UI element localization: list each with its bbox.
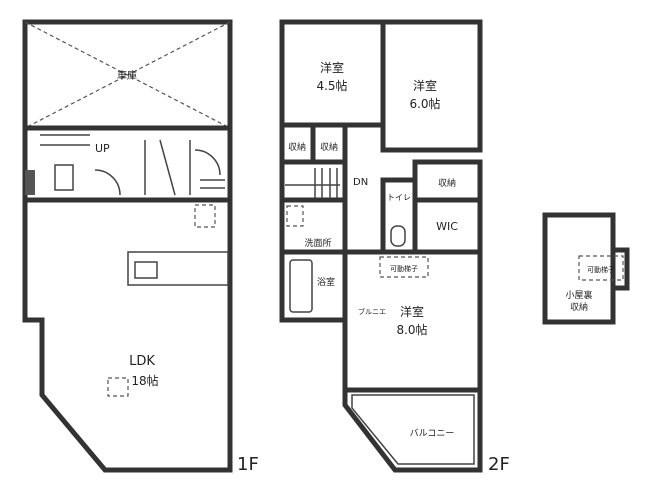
svg-text:ブルニエ: ブルニエ [358, 307, 386, 316]
floor-1-label: 1F [237, 454, 259, 475]
stairs-up-label: UP [95, 142, 110, 155]
bathtub [289, 259, 313, 313]
ldk-room [22, 197, 233, 473]
svg-text:可動梯子: 可動梯子 [587, 265, 615, 274]
room-6-0 [380, 19, 483, 153]
svg-text:洋室: 洋室 [320, 60, 344, 75]
wic-label: WIC [436, 220, 458, 233]
svg-text:小屋裏: 小屋裏 [565, 289, 592, 301]
svg-text:収納: 収納 [320, 141, 338, 153]
floor-2-label: 2F [488, 454, 510, 475]
stairs-2f [285, 168, 340, 198]
svg-text:バルコニー: バルコニー [410, 428, 455, 439]
svg-text:収納: 収納 [438, 177, 456, 189]
svg-text:洋室: 洋室 [413, 78, 437, 93]
svg-text:可動梯子: 可動梯子 [390, 264, 418, 273]
attic-storage: 可動梯子 小屋裏 収納 [542, 212, 630, 325]
svg-text:洋室: 洋室 [400, 304, 424, 319]
svg-text:収納: 収納 [570, 301, 588, 313]
balcony [342, 387, 483, 473]
stairs-dn-label: DN [353, 177, 368, 188]
wic-room [412, 159, 483, 255]
svg-text:浴室: 浴室 [317, 276, 335, 288]
floor-2: 洋室 4.5帖 洋室 6.0帖 収納 収納 DN 洗面所 浴室 トイレ 収納 W… [279, 19, 510, 475]
svg-text:6.0帖: 6.0帖 [409, 96, 440, 111]
stairs-1f [40, 134, 225, 196]
ldk-label: LDK [129, 354, 155, 369]
floor-1: 車庫 UP LDK 18帖 1F [22, 19, 259, 475]
garage-label: 車庫 [117, 69, 137, 82]
ldk-size: 18帖 [131, 373, 158, 388]
svg-text:トイレ: トイレ [387, 193, 411, 202]
kitchen-counter [127, 251, 229, 286]
svg-text:収納: 収納 [288, 141, 306, 153]
toilet-room [380, 177, 418, 255]
svg-text:洗面所: 洗面所 [304, 237, 331, 249]
svg-text:4.5帖: 4.5帖 [316, 78, 347, 93]
svg-text:8.0帖: 8.0帖 [396, 322, 427, 337]
